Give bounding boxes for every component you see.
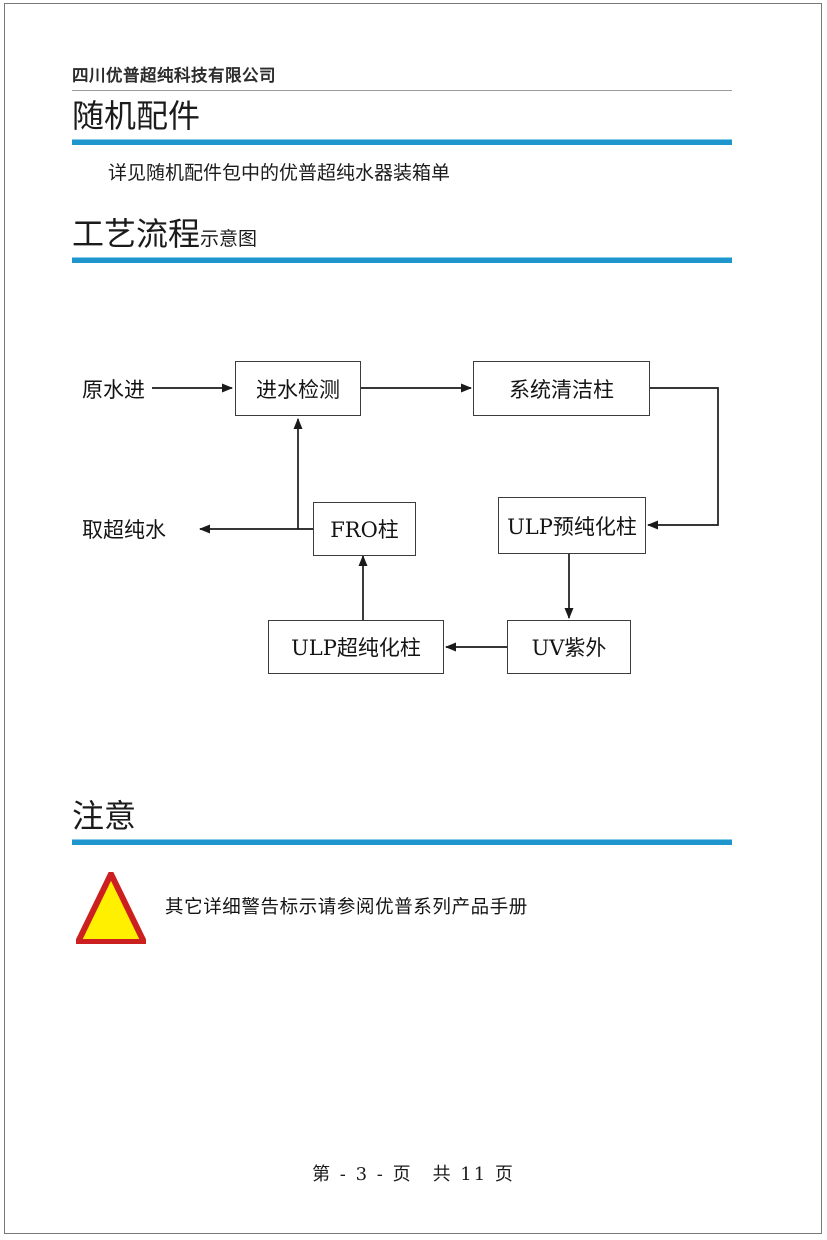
section-title-notice-main: 注意 bbox=[72, 797, 137, 835]
section-title-accessories: 随机配件 bbox=[72, 97, 732, 135]
section-title-process-flow: 工艺流程示意图 bbox=[72, 215, 732, 253]
flow-node-clean-column[interactable]: 系统清洁柱 bbox=[473, 361, 650, 416]
flow-connectors bbox=[152, 383, 719, 652]
section-process-flow: 工艺流程示意图 bbox=[72, 215, 732, 263]
flow-node-fro-column[interactable]: FRO柱 bbox=[313, 502, 416, 556]
flow-label-outlet: 取超纯水 bbox=[82, 518, 166, 542]
flow-node-inlet-test[interactable]: 进水检测 bbox=[235, 361, 361, 416]
section-title-process-flow-main: 工艺流程 bbox=[72, 215, 201, 253]
page-footer: 第 - 3 - 页 共 11 页 bbox=[312, 1164, 515, 1185]
section-title-notice: 注意 bbox=[72, 797, 732, 835]
section-title-accessories-main: 随机配件 bbox=[72, 97, 201, 135]
section-rule-accessories bbox=[72, 138, 732, 145]
flow-node-uv-label: UV紫外 bbox=[531, 636, 607, 660]
flow-node-uv[interactable]: UV紫外 bbox=[507, 620, 631, 674]
warning-triangle-icon bbox=[76, 872, 146, 944]
process-flow-diagram: 原水进 取超纯水 进水检测 系统清洁柱 FRO柱 ULP预纯化柱 ULP超纯化柱… bbox=[0, 300, 827, 720]
flow-node-fro-column-label: FRO柱 bbox=[330, 518, 399, 542]
flow-node-clean-column-label: 系统清洁柱 bbox=[509, 377, 614, 402]
flow-node-ulp-ultra[interactable]: ULP超纯化柱 bbox=[268, 620, 444, 674]
section-accessories: 随机配件 bbox=[72, 97, 732, 145]
flow-node-ulp-pre[interactable]: ULP预纯化柱 bbox=[498, 497, 646, 554]
section-title-process-flow-sub: 示意图 bbox=[200, 228, 258, 250]
section-rule-process-flow bbox=[72, 256, 732, 263]
flow-node-ulp-ultra-label: ULP超纯化柱 bbox=[291, 636, 421, 660]
flow-label-inlet: 原水进 bbox=[82, 378, 145, 402]
section-notice: 注意 bbox=[72, 797, 732, 845]
warning-text: 其它详细警告标示请参阅优普系列产品手册 bbox=[165, 897, 528, 918]
section-rule-notice bbox=[72, 838, 732, 845]
flow-node-ulp-pre-label: ULP预纯化柱 bbox=[507, 514, 637, 539]
accessories-body-text: 详见随机配件包中的优普超纯水器装箱单 bbox=[108, 162, 451, 184]
flow-node-inlet-test-label: 进水检测 bbox=[256, 377, 340, 402]
company-header: 四川优普超纯科技有限公司 bbox=[72, 62, 732, 91]
